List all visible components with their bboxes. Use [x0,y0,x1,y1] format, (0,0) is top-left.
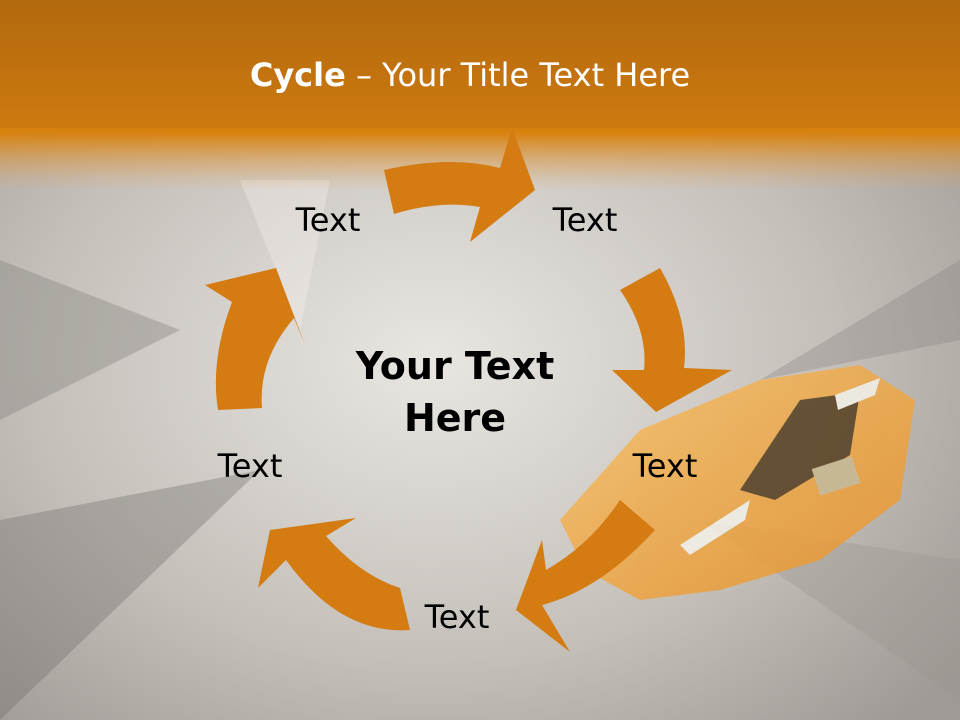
arrow-left [205,268,305,410]
title-bold: Cycle [249,56,346,94]
taxi-image [560,365,915,600]
cycle-label-3: Text [632,447,698,485]
center-text: Your Text Here [335,340,575,444]
center-text-line1: Your Text [355,344,555,388]
blurred-street-scene [0,180,960,720]
cycle-label-1: Text [295,201,361,239]
arrow-top [384,128,535,242]
title-rest: – Your Title Text Here [345,56,691,94]
arrow-bottom [258,518,410,631]
cycle-label-2: Text [552,201,618,239]
slide-title: Cycle – Your Title Text Here [0,56,940,94]
cycle-diagram [205,128,732,652]
center-text-line2: Here [403,396,507,440]
arrow-upper-right [612,268,732,412]
arrow-lower-right [516,500,655,652]
cycle-label-4: Text [424,598,490,636]
cycle-label-5: Text [217,447,283,485]
